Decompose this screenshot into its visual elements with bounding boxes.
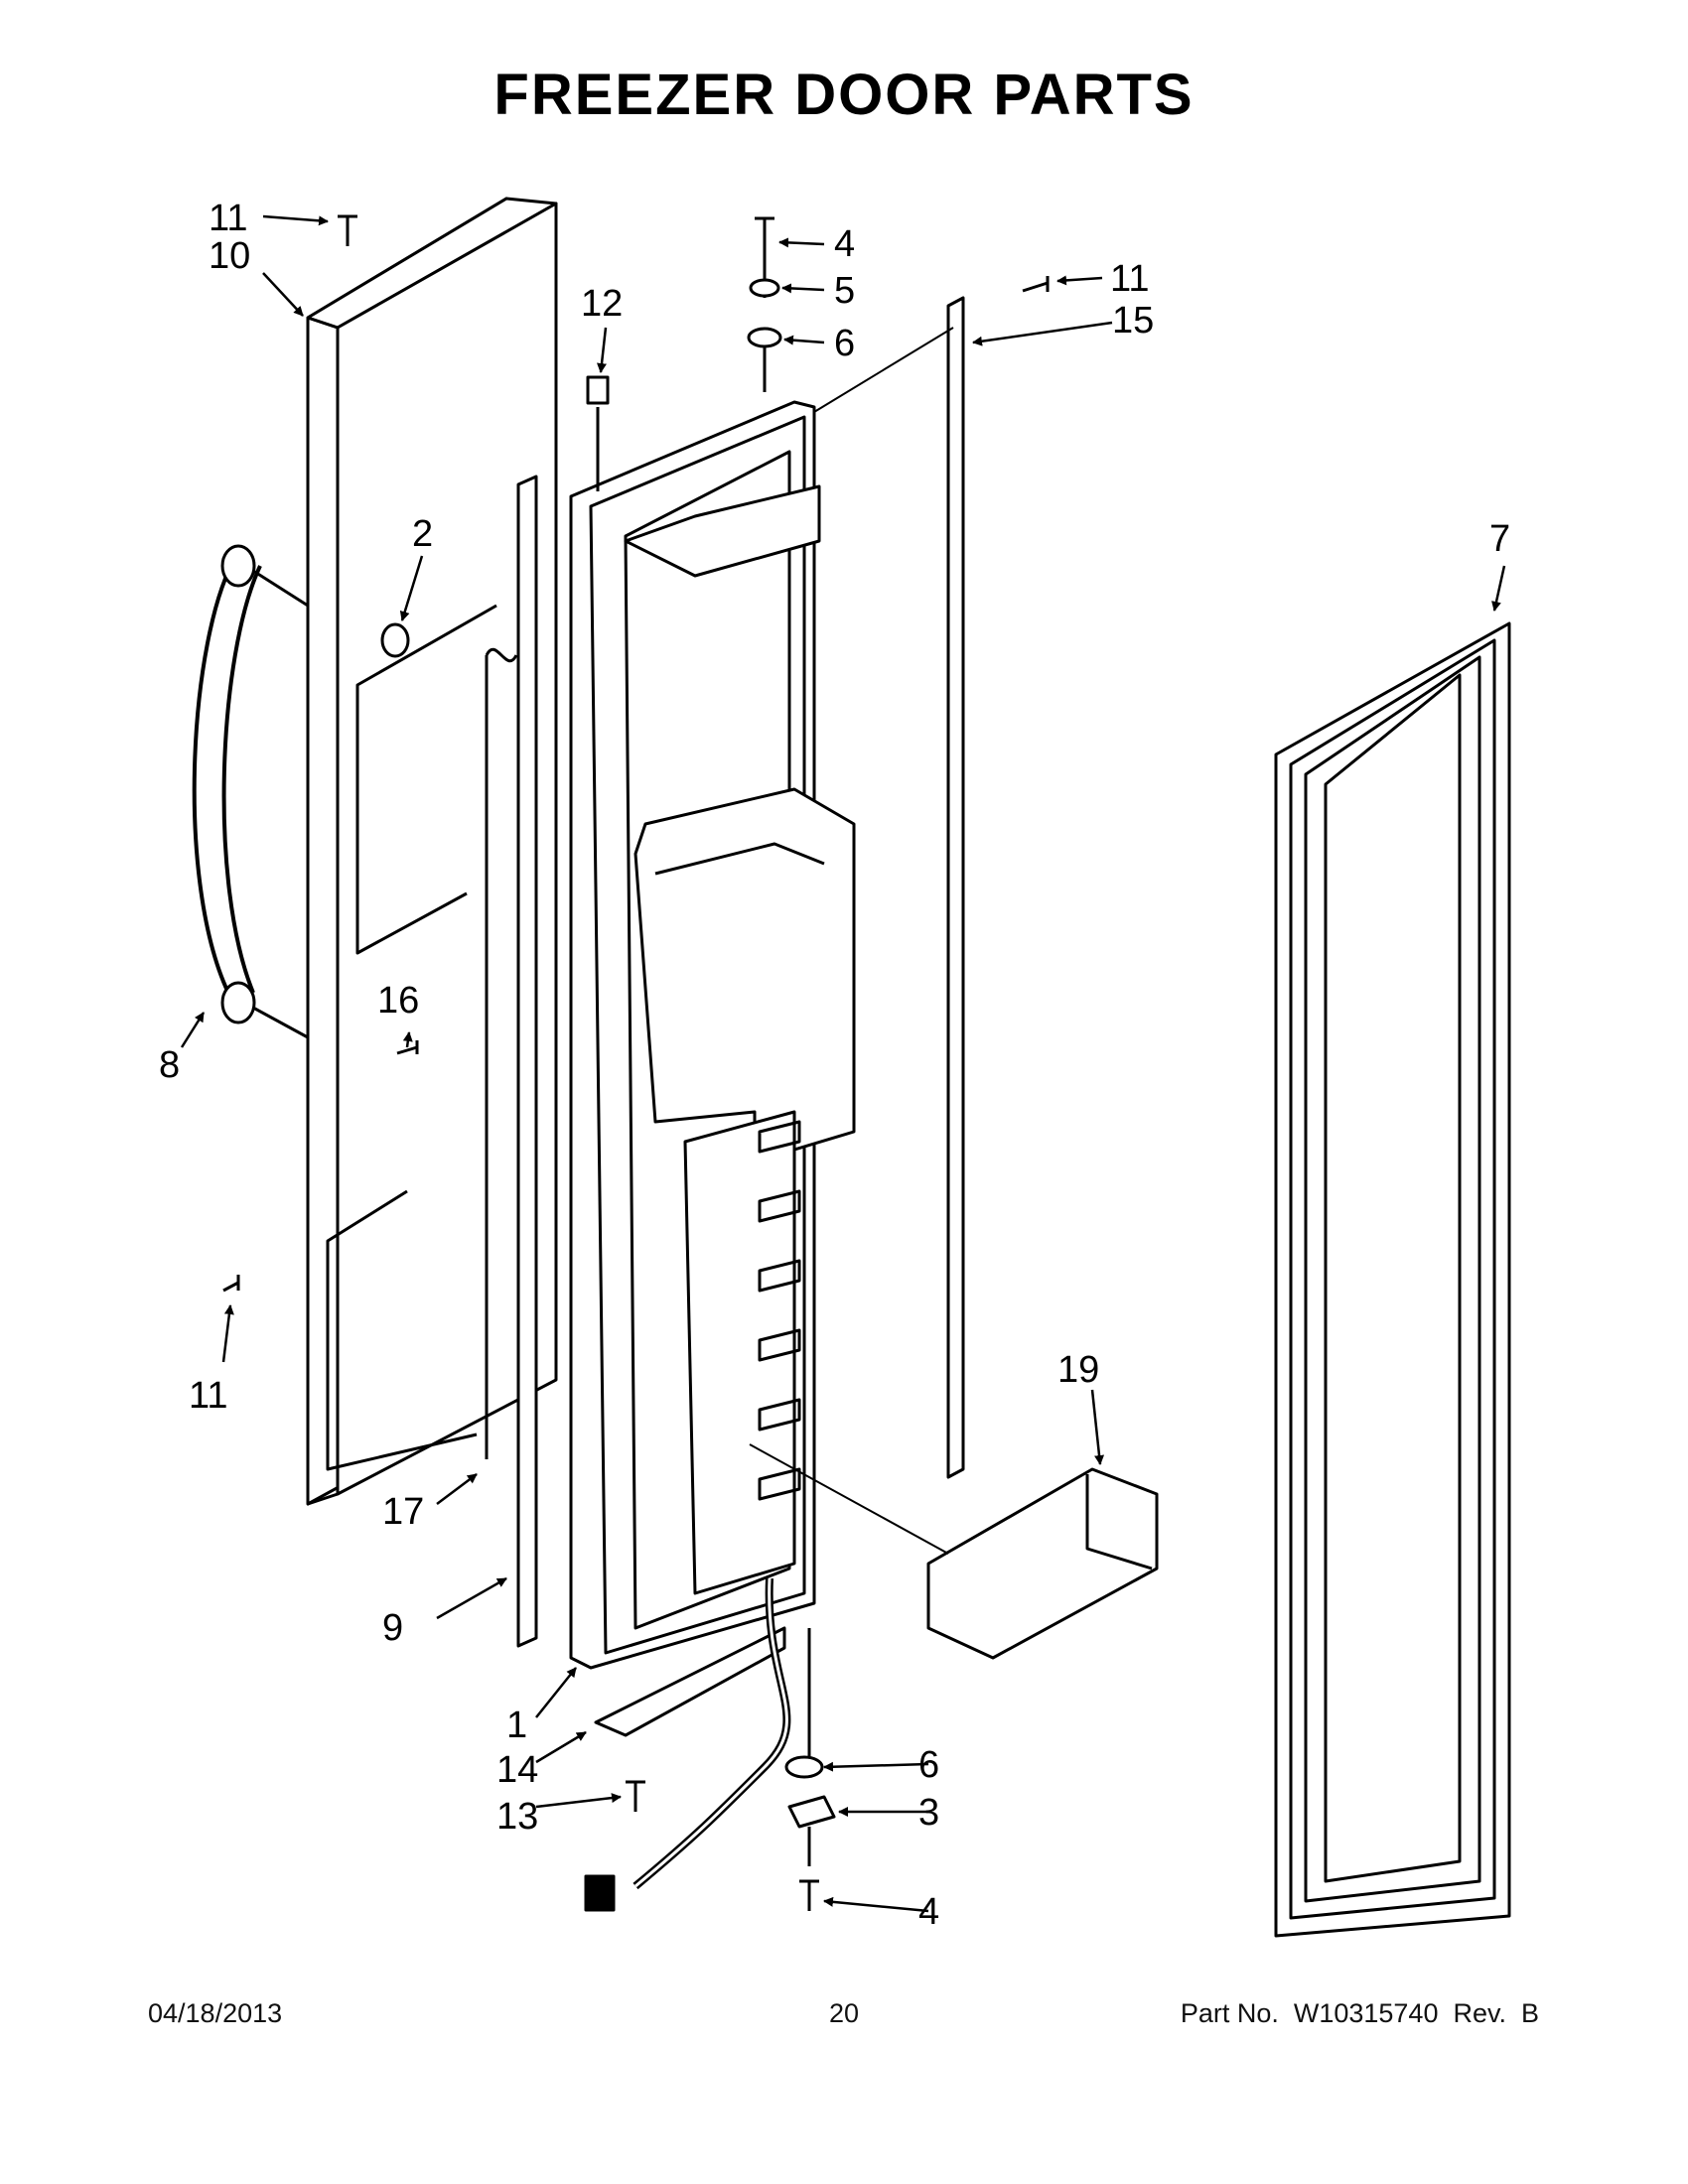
callout-13: 13 [496,1796,538,1838]
page-title: FREEZER DOOR PARTS [493,63,1195,127]
callout-14: 14 [496,1749,538,1791]
insulation-sheet-lower [326,1189,478,1471]
trim-strip-right [946,296,965,1479]
callout-15: 15 [1112,300,1154,341]
footer-page-number: 20 [828,1998,860,2028]
hinge-parts-top [747,223,782,392]
callout-17: 17 [382,1491,424,1533]
footer-date: 04/18/2013 [148,1998,283,2028]
callout-11-top-left: 11 [209,198,247,239]
connector-lines [749,327,954,1555]
callout-1: 1 [506,1705,527,1746]
callout-11-top-right: 11 [1110,258,1149,300]
callout-2: 2 [412,513,433,555]
trim-strip-left [516,475,538,1648]
door-panel-frame [306,197,558,1506]
door-handle [192,544,309,1039]
hinge-parts-bottom [784,1628,836,1866]
door-liner [569,400,856,1670]
door-gasket [1274,621,1511,1938]
callout-7: 7 [1489,518,1510,560]
callout-arrows [180,214,1506,1913]
callout-6-bottom: 6 [918,1744,939,1786]
callout-16: 16 [377,980,419,1022]
callout-6-top: 6 [834,323,855,364]
footer-part-number: Part No. W10315740 Rev. B [1180,1998,1539,2028]
insulation-sheet-upper [355,604,497,955]
bushing [586,375,610,491]
hinge-bracket-bottom [594,1626,786,1737]
callout-5: 5 [834,270,855,312]
water-tube [584,1577,791,1912]
callout-9: 9 [382,1607,403,1649]
callout-10: 10 [209,235,250,277]
gasket-strip [485,647,518,1459]
door-bin [926,1467,1159,1660]
spacer [380,622,410,658]
callout-19: 19 [1057,1349,1099,1391]
callout-11-bottom-left: 11 [189,1375,227,1417]
callout-3: 3 [918,1792,939,1834]
callout-8: 8 [159,1044,180,1086]
callout-4-bottom: 4 [918,1891,939,1933]
screws [222,214,1050,1911]
callout-4-top: 4 [834,223,855,265]
callout-12: 12 [581,283,623,325]
